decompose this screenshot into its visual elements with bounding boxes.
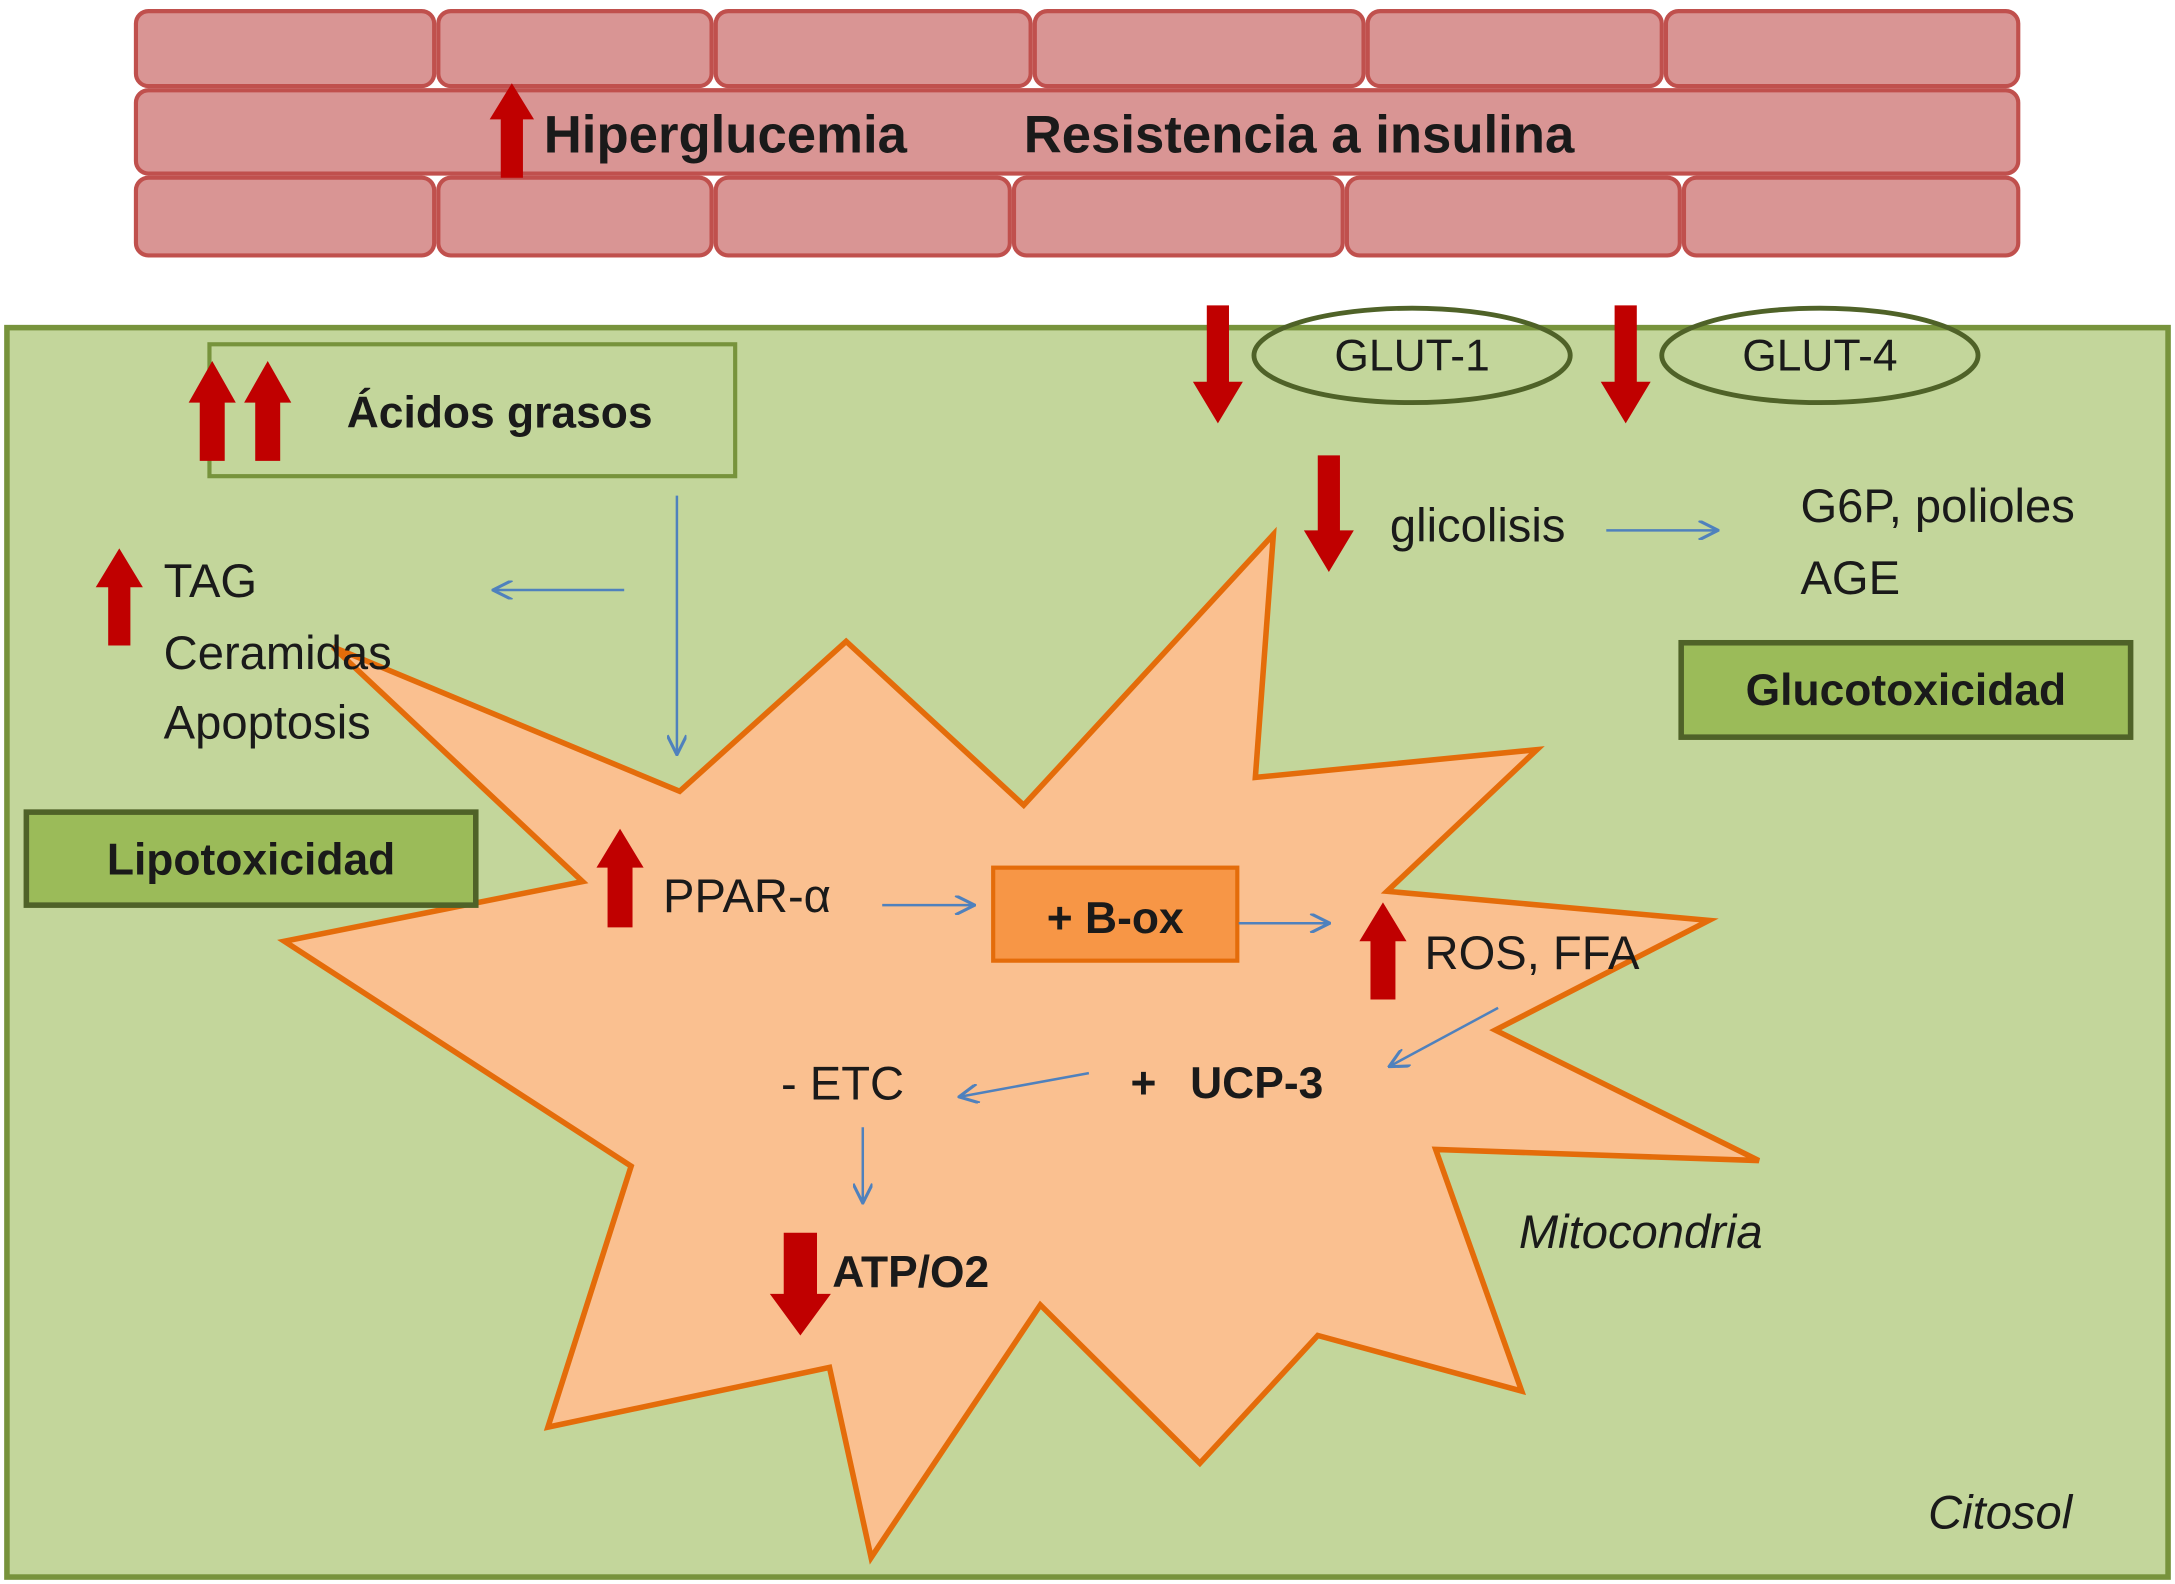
wall-brick — [133, 9, 437, 89]
atp-down-arrow-icon — [769, 1232, 831, 1336]
wall-brick — [1032, 9, 1366, 89]
mitochondria-label: Mitocondria — [1519, 1205, 1763, 1258]
hyperglycemia-up-arrow-icon — [489, 83, 535, 178]
cytosol-label: Citosol — [1928, 1485, 2074, 1538]
wall-brick-long — [133, 88, 2021, 176]
wall-brick — [436, 175, 714, 258]
beta-oxidation-label: + B-ox — [1047, 894, 1184, 943]
wall-brick — [1365, 9, 1664, 89]
glycolysis-down-arrow-icon — [1303, 455, 1354, 572]
wall-brick — [713, 175, 1012, 258]
glycolysis-product-age: AGE — [1800, 551, 1900, 604]
wall-brick — [1681, 175, 2021, 258]
ucp3-label: UCP-3 — [1190, 1059, 1323, 1108]
etc-label: - ETC — [781, 1056, 904, 1109]
glut1-label: GLUT-1 — [1334, 332, 1489, 381]
wall-brick — [1663, 9, 2021, 89]
glucotoxicity-label: Glucotoxicidad — [1746, 666, 2067, 715]
ucp3-sign: + — [1131, 1059, 1157, 1108]
wall-brick — [133, 175, 437, 258]
ppar-up-arrow-icon — [596, 828, 644, 928]
mitochondrion-shape — [277, 526, 1761, 1565]
atp-o2-label: ATP/O2 — [832, 1248, 989, 1297]
vessel-wall — [133, 9, 2021, 258]
wall-brick — [436, 9, 714, 89]
insulin-resistance-label: Resistencia a insulina — [1024, 106, 1575, 165]
lipid-outcome-apoptosis: Apoptosis — [164, 696, 371, 749]
hyperglycemia-label: Hiperglucemia — [544, 106, 908, 165]
lipotoxicity-label: Lipotoxicidad — [107, 836, 395, 885]
glut1-down-arrow-icon — [1192, 305, 1243, 424]
lipid-outcome-tag: TAG — [164, 554, 257, 607]
wall-brick — [713, 9, 1033, 89]
ros-ffa-label: ROS, FFA — [1425, 926, 1640, 979]
flow-arrow-to-etc — [960, 1071, 1090, 1097]
fatty-acids-up-arrow-icon — [244, 360, 292, 461]
tag-up-arrow-icon — [95, 548, 143, 646]
beta-oxidation-box — [991, 865, 1240, 963]
glucotoxicity-box — [1678, 639, 2134, 740]
glycolysis-product-g6p: G6P, polioles — [1800, 479, 2074, 532]
glut4-label: GLUT-4 — [1742, 332, 1897, 381]
glut1-transporter — [1251, 305, 1573, 406]
glut4-down-arrow-icon — [1600, 305, 1651, 424]
wall-brick — [1011, 175, 1345, 258]
wall-brick — [1344, 175, 1682, 258]
lipid-outcome-ceramides: Ceramidas — [164, 626, 392, 679]
fatty-acids-label: Ácidos grasos — [347, 388, 653, 438]
fatty-acids-up-arrow-icon — [188, 360, 236, 461]
glut4-transporter — [1659, 305, 1981, 406]
flow-arrow-to-ucp3 — [1390, 1006, 1499, 1066]
ros-up-arrow-icon — [1359, 902, 1407, 1000]
lipotoxicity-box — [23, 809, 479, 908]
glycolysis-label: glicolisis — [1390, 498, 1566, 551]
ppar-alpha-label: PPAR-α — [663, 869, 831, 922]
